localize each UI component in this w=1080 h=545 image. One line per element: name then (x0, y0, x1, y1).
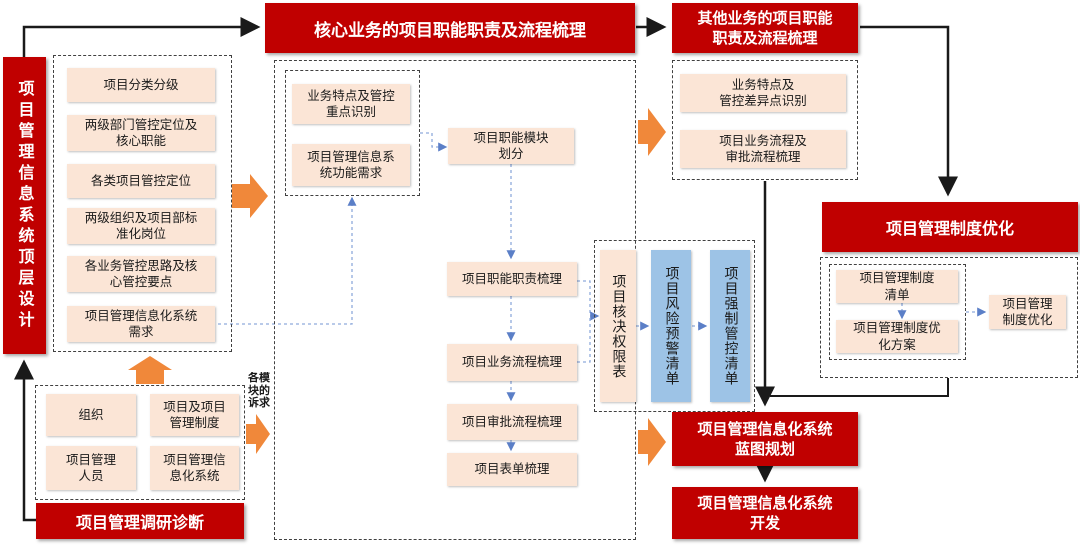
core-approval-flow: 项目审批流程梳理 (447, 404, 577, 440)
dash-flow-to-decision (577, 316, 591, 363)
arrow-optim-to-blueprint (770, 378, 949, 397)
core-business-flow: 项目业务流程梳理 (447, 344, 577, 381)
core-module: 项目职能模块 划分 (448, 128, 574, 164)
arrow-other-to-optim (860, 25, 958, 197)
orange-arrow-core-bottom (638, 418, 666, 466)
core-decision: 项目核决权限表 (600, 250, 636, 402)
core-subgroup (285, 70, 420, 196)
arrow-research-to-top (13, 359, 36, 522)
bottom-item-rules: 项目及项目 管理制度 (150, 394, 239, 436)
core-forms: 项目表单梳理 (447, 453, 577, 486)
other-diff: 业务特点及 管控差异点识别 (680, 74, 846, 112)
side-note: 各模 块的 诉求 (248, 372, 270, 410)
optim-group (820, 257, 1078, 378)
core-risk: 项目风险预警清单 (651, 250, 691, 402)
core-title: 核心业务的项目职能职责及流程梳理 (265, 3, 635, 53)
orange-arrow-bottom (246, 414, 270, 454)
bottom-item-info-system: 项目管理信 息化系统 (150, 446, 239, 490)
orange-arrow-core-top (638, 108, 666, 156)
bottom-item-organization: 组织 (46, 394, 136, 436)
other-group (672, 60, 858, 180)
other-title: 其他业务的项目职能 职责及流程梳理 (672, 3, 858, 53)
top-design-box: 项目管理信息系统顶层设计 (3, 57, 46, 354)
left-item-control-points: 各业务管控思路及核 心管控要点 (67, 256, 215, 292)
core-control: 项目强制管控清单 (710, 250, 750, 402)
left-item-system-needs: 项目管理信息化系统 需求 (67, 306, 215, 342)
blueprint-box: 项目管理信息化系统 蓝图规划 (672, 412, 858, 466)
optim-result: 项目管理 制度优化 (989, 295, 1066, 329)
research-box: 项目管理调研诊断 (36, 503, 244, 539)
core-features: 业务特点及管控 重点识别 (292, 84, 410, 124)
core-info-needs: 项目管理信息系 统功能需求 (292, 144, 410, 186)
develop-box: 项目管理信息化系统 开发 (672, 487, 858, 539)
other-flows: 项目业务流程及 审批流程梳理 (680, 130, 846, 168)
left-item-standard-posts: 两级组织及项目部标 准化岗位 (67, 208, 215, 244)
left-item-classify: 项目分类分级 (67, 68, 215, 102)
bottom-item-personnel: 项目管理 人员 (46, 446, 136, 490)
optim-plan: 项目管理制度优 化方案 (836, 320, 958, 353)
left-item-group (53, 55, 232, 352)
orange-arrow-up (128, 356, 172, 384)
dash-left-to-module (420, 132, 448, 152)
control-list-group (594, 240, 755, 412)
left-item-dept-positioning: 两级部门管控定位及 核心职能 (67, 115, 215, 151)
bottom-item-group (35, 385, 245, 500)
optim-list: 项目管理制度 清单 (836, 270, 958, 303)
dash-info-to-needs (218, 196, 357, 325)
core-duties: 项目职能职责梳理 (447, 262, 577, 296)
left-item-project-positioning: 各类项目管控定位 (67, 164, 215, 198)
arrow-left-to-core (22, 17, 261, 57)
optim-title: 项目管理制度优化 (822, 202, 1078, 252)
dash-duties-to-decision (577, 280, 600, 321)
orange-arrow-left (232, 174, 268, 218)
optim-subgroup (829, 264, 966, 360)
